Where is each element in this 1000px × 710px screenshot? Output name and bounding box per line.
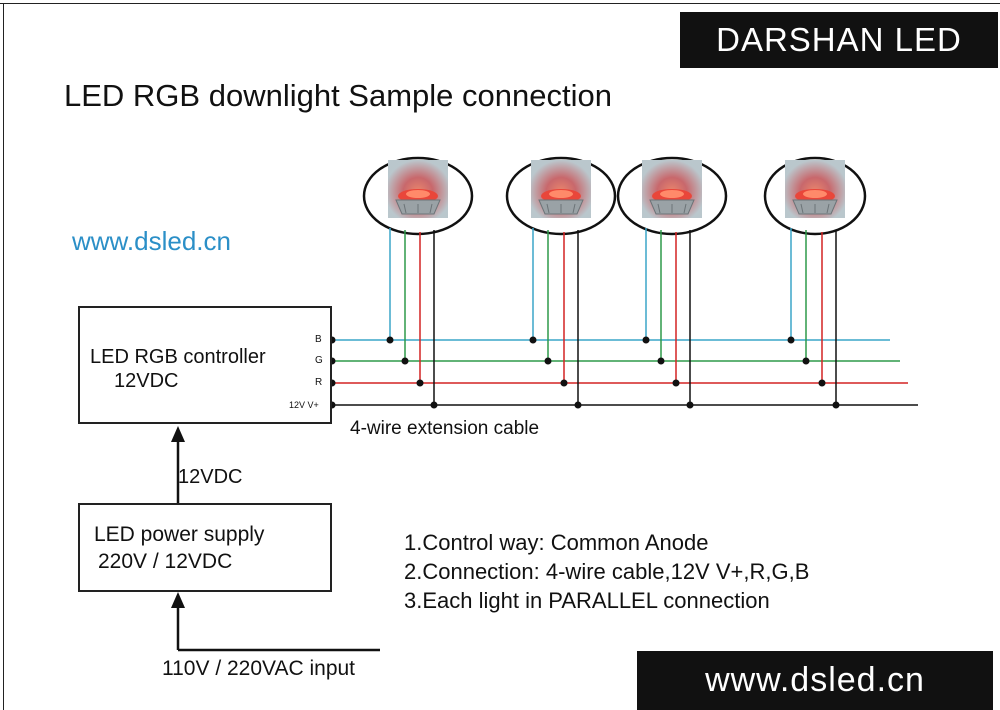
power-supply-box: LED power supply 220V / 12VDC <box>78 503 332 592</box>
cable-label: 4-wire extension cable <box>350 418 540 439</box>
psu-name: LED power supply <box>94 523 265 546</box>
frame-top-line <box>0 3 1000 4</box>
brand-name: DARSHAN LED <box>716 21 962 58</box>
rgb-downlight-icon <box>641 159 703 219</box>
terminal-label-r: R <box>315 377 323 388</box>
rgb-controller-box: LED RGB controller 12VDC <box>78 306 332 424</box>
dc-voltage-label: 12VDC <box>178 466 243 488</box>
rgb-downlight-icon <box>530 159 592 219</box>
psu-voltage: 220V / 12VDC <box>98 550 233 573</box>
downlight-4 <box>763 156 867 409</box>
terminal-label-b: B <box>315 334 322 345</box>
rgb-downlight-icon <box>784 159 846 219</box>
website-link[interactable]: www.dsled.cn <box>72 226 231 256</box>
controller-name: LED RGB controller <box>90 346 266 368</box>
rgb-downlight-icon <box>387 159 449 219</box>
downlight-1 <box>362 156 474 409</box>
brand-banner: DARSHAN LED <box>680 12 998 68</box>
footer-url[interactable]: www.dsled.cn <box>705 661 925 699</box>
terminal-label-v: 12V V+ <box>289 400 319 410</box>
frame-left-line <box>3 3 4 710</box>
connection-notes: 1.Control way: Common Anode 2.Connection… <box>404 528 809 615</box>
ac-arrow-head <box>171 592 185 608</box>
note-item: 1.Control way: Common Anode <box>404 530 709 555</box>
downlight-2 <box>505 156 617 409</box>
diagram-title: LED RGB downlight Sample connection <box>64 78 612 113</box>
footer-url-banner: www.dsled.cn <box>637 651 993 710</box>
downlight-3 <box>616 156 728 409</box>
controller-voltage: 12VDC <box>114 370 179 392</box>
ac-input-label: 110V / 220VAC input <box>162 657 356 680</box>
terminal-label-g: G <box>315 355 323 366</box>
note-item: 2.Connection: 4-wire cable,12V V+,R,G,B <box>404 559 810 584</box>
dc-arrow-head <box>171 426 185 442</box>
note-item: 3.Each light in PARALLEL connection <box>404 588 770 613</box>
